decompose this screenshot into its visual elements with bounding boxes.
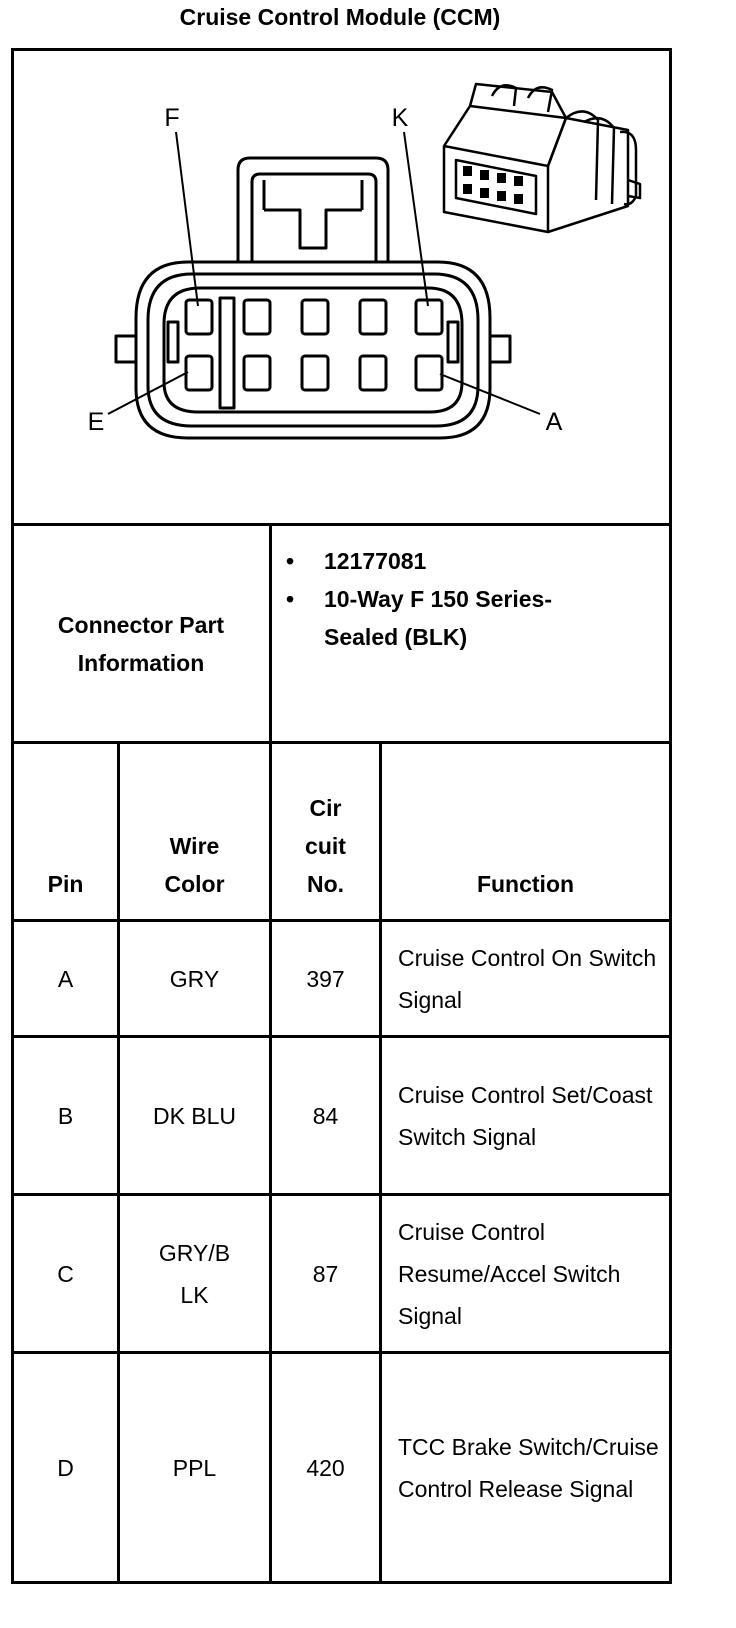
function-d: TCC Brake Switch/Cruise Control Release … [398, 1433, 659, 1502]
connector-info-item: • 10-Way F 150 Series-Sealed (BLK) [286, 580, 676, 656]
pin-label-e: E [87, 408, 105, 436]
divider-header [11, 919, 672, 922]
pin-c: C [57, 1260, 74, 1287]
divider-row-b [11, 1193, 672, 1196]
pin-label-f: F [164, 104, 180, 132]
function-a: Cruise Control On Switch Signal [398, 944, 657, 1013]
circuit-b: 84 [312, 1102, 339, 1129]
divider-row-a [11, 1035, 672, 1038]
circuit-c: 87 [312, 1260, 339, 1287]
divider-row-c [11, 1351, 672, 1354]
connector-part-number: 12177081 [324, 548, 427, 574]
bullet-icon: • [286, 548, 295, 574]
wire-color-a: GRY [169, 965, 220, 992]
col-divider-pin [117, 741, 120, 1584]
header-function: Function [476, 871, 575, 897]
pin-label-a: A [545, 408, 563, 436]
frame-left [11, 48, 14, 1584]
wire-color-b: DK BLU [152, 1102, 237, 1129]
connector-info-list: • 12177081 • 10-Way F 150 Series-Sealed … [286, 542, 676, 656]
pin-label-k: K [391, 104, 409, 132]
frame-bottom [11, 1581, 672, 1584]
header-pin: Pin [47, 871, 84, 897]
header-circuit-no: Cir cuit No. [305, 795, 346, 897]
pin-a: A [57, 965, 74, 992]
divider-info [11, 741, 672, 744]
col-divider-circuit [379, 741, 382, 1584]
function-b: Cruise Control Set/Coast Switch Signal [398, 1081, 653, 1150]
frame-top [11, 48, 672, 51]
connector-description: 10-Way F 150 Series-Sealed (BLK) [324, 586, 552, 650]
connector-info-label: Connector Part Information [57, 612, 225, 676]
wire-color-c: GRY/B LK [158, 1239, 231, 1308]
wire-color-d: PPL [172, 1454, 217, 1481]
frame-right [669, 48, 672, 1584]
connector-info-item: • 12177081 [286, 542, 676, 580]
function-c: Cruise Control Resume/Accel Switch Signa… [398, 1218, 621, 1329]
header-wire-color: Wire Color [164, 833, 225, 897]
circuit-d: 420 [306, 1454, 345, 1481]
col-divider-info [269, 523, 272, 1584]
pin-b: B [57, 1102, 74, 1129]
circuit-a: 397 [306, 965, 345, 992]
bullet-icon: • [286, 586, 295, 612]
pin-d: D [57, 1454, 74, 1481]
page-title: Cruise Control Module (CCM) [179, 4, 501, 30]
divider-diagram [11, 523, 672, 526]
